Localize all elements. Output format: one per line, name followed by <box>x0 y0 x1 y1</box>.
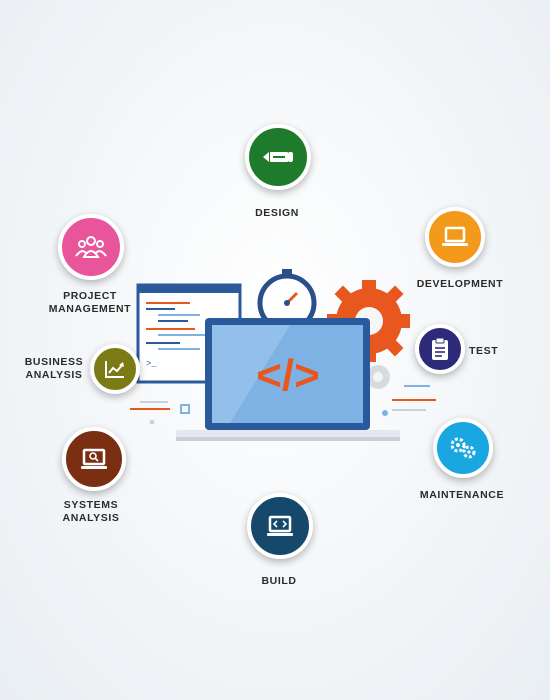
maintenance-label: MAINTENANCE <box>419 489 505 501</box>
business-analysis-circle <box>90 344 140 394</box>
design-circle <box>245 124 311 190</box>
project-management-circle <box>58 214 124 280</box>
systems-analysis-label: SYSTEMS ANALYSIS <box>46 499 136 525</box>
code-symbol: </> <box>256 351 320 400</box>
systems-analysis-label-line1: SYSTEMS <box>63 499 119 511</box>
build-circle <box>247 493 313 559</box>
chart-icon <box>105 361 124 378</box>
gears-icon <box>450 437 476 459</box>
project-management-label-line1: PROJECT <box>63 290 117 302</box>
development-circle <box>425 207 485 267</box>
decorative-lines <box>130 385 436 425</box>
pencil-icon <box>263 152 293 162</box>
systems-analysis-label-line2: ANALYSIS <box>62 512 120 524</box>
small-gear-icon <box>366 365 390 389</box>
business-analysis-label-line2: ANALYSIS <box>25 369 83 381</box>
design-label: DESIGN <box>255 207 299 219</box>
business-analysis-label-line1: BUSINESS <box>24 356 84 368</box>
project-management-label: PROJECT MANAGEMENT <box>40 290 140 316</box>
systems-analysis-circle <box>62 427 126 491</box>
laptop-illustration: </> <box>176 318 400 441</box>
business-analysis-label: BUSINESS ANALYSIS <box>14 356 94 382</box>
laptop-search-icon <box>81 448 107 469</box>
test-label: TEST <box>469 345 499 357</box>
build-label: BUILD <box>261 575 297 587</box>
laptop-icon <box>442 226 468 246</box>
maintenance-circle <box>433 418 493 478</box>
development-label: DEVELOPMENT <box>416 278 504 290</box>
project-management-label-line2: MANAGEMENT <box>48 303 132 315</box>
terminal-prompt: >_ <box>146 359 157 369</box>
team-icon <box>75 236 107 258</box>
code-laptop-icon <box>267 515 293 536</box>
clipboard-icon <box>432 337 448 360</box>
test-circle <box>415 324 465 374</box>
